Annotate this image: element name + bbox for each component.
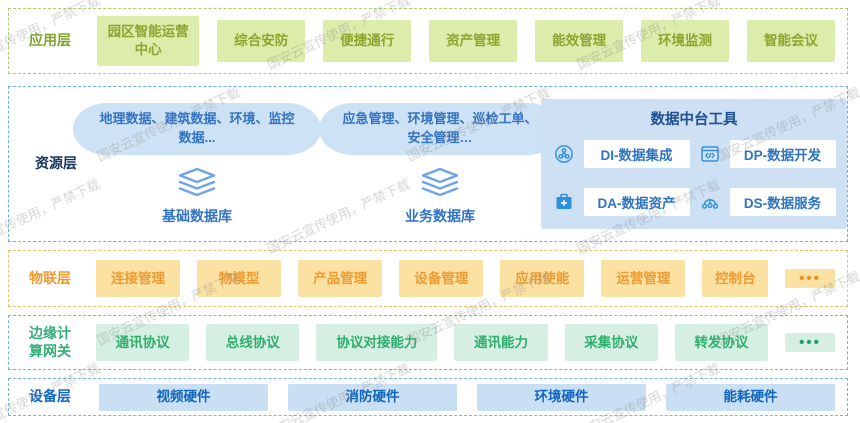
app-item: 智能会议	[747, 20, 835, 62]
iot-layer-label: 物联层	[29, 269, 71, 286]
resource-layer-row: 资源层 地理数据、建筑数据、环境、监控数据... 基础数据库 应急管理、环境管理…	[8, 86, 848, 242]
iot-item: 控制台	[702, 260, 769, 297]
edge-gateway-row: 边缘计 算网关 通讯协议 总线协议 协议对接能力 通讯能力 采集协议 转发协议 …	[8, 315, 848, 370]
integration-icon	[553, 144, 575, 164]
device-item: 消防硬件	[288, 383, 457, 411]
app-item: 能效管理	[535, 20, 624, 62]
edge-item: 采集协议	[564, 324, 658, 361]
share-nodes-icon	[699, 192, 721, 212]
app-item: 园区智能运营中心	[97, 16, 200, 66]
edge-item: 协议对接能力	[316, 324, 438, 361]
app-item: 资产管理	[429, 20, 518, 62]
app-item: 环境监测	[641, 20, 730, 62]
device-item: 视频硬件	[99, 383, 268, 411]
device-layer-row: 设备层 视频硬件 消防硬件 环境硬件 能耗硬件	[8, 378, 848, 416]
tool-pill: DP-数据开发	[729, 140, 836, 168]
panel-title: 数据中台工具	[650, 112, 738, 128]
database-stack-icon	[73, 167, 321, 204]
edge-item: 通讯能力	[454, 324, 548, 361]
database-stack-icon	[319, 167, 561, 204]
business-database-group: 应急管理、环境管理、巡检工单、安全管理… 业务数据库	[319, 103, 561, 226]
application-layer-label: 应用层	[29, 32, 71, 49]
iot-item: 设备管理	[399, 260, 484, 297]
iot-item: 连接管理	[96, 260, 181, 297]
data-middle-platform-panel: 数据中台工具 DI-数据集成	[541, 99, 847, 229]
tool-pill: DI-数据集成	[583, 140, 690, 168]
tool-grid: DI-数据集成 DP-数据开发 DA-数据资产	[553, 140, 836, 216]
edge-item: 总线协议	[206, 324, 300, 361]
device-item: 能耗硬件	[666, 383, 835, 411]
tool-pill: DA-数据资产	[583, 188, 690, 216]
toolbox-icon	[553, 192, 575, 212]
app-item: 便捷通行	[323, 20, 412, 62]
iot-item: 物模型	[197, 260, 282, 297]
resource-layer-label: 资源层	[35, 155, 77, 171]
base-database-caption: 基础数据库	[162, 208, 232, 224]
iot-layer-row: 物联层 连接管理 物模型 产品管理 设备管理 应用使能 运营管理 控制台 •••	[8, 250, 848, 307]
edge-more-ellipsis: •••	[784, 332, 835, 353]
device-layer-label: 设备层	[29, 388, 71, 405]
device-item: 环境硬件	[477, 383, 646, 411]
edge-item: 转发协议	[674, 324, 768, 361]
tool-pill: DS-数据服务	[729, 188, 836, 216]
application-layer-row: 应用层 园区智能运营中心 综合安防 便捷通行 资产管理 能效管理 环境监测 智能…	[8, 8, 848, 74]
cloud-shape: 地理数据、建筑数据、环境、监控数据...	[73, 103, 321, 155]
iot-item: 产品管理	[298, 260, 383, 297]
cloud-shape: 应急管理、环境管理、巡检工单、安全管理…	[319, 103, 561, 155]
base-database-group: 地理数据、建筑数据、环境、监控数据... 基础数据库	[73, 103, 321, 226]
code-window-icon	[699, 144, 721, 164]
iot-item: 应用使能	[500, 260, 585, 297]
iot-more-ellipsis: •••	[785, 268, 836, 289]
edge-gateway-label: 边缘计 算网关	[21, 325, 79, 360]
iot-item: 运营管理	[601, 260, 686, 297]
app-item: 综合安防	[217, 20, 306, 62]
edge-gateway-label-line1: 边缘计	[29, 325, 71, 341]
edge-item: 通讯协议	[96, 324, 190, 361]
business-database-caption: 业务数据库	[405, 208, 475, 224]
edge-gateway-label-line2: 算网关	[29, 342, 71, 359]
